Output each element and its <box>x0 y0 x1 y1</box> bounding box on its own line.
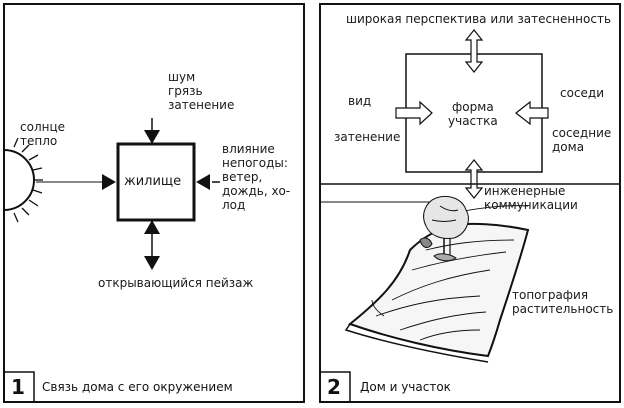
terrain-surface <box>344 222 530 363</box>
noise-label: шум грязь затенение <box>168 70 235 112</box>
site-form-label: форма участка <box>448 100 498 128</box>
view-arrow-head-up <box>144 220 160 234</box>
perspective-double-arrow <box>464 29 484 73</box>
utilities-double-arrow <box>464 159 484 199</box>
top-arrow-head <box>144 130 160 144</box>
sun-icon <box>3 137 43 223</box>
utilities-label: инженерные коммуникации <box>484 184 578 212</box>
sun-arrow-head <box>102 174 116 190</box>
panel-2-frame <box>319 3 621 403</box>
panel-2-number-box <box>319 371 351 403</box>
shading-label: затенение <box>334 130 401 144</box>
dwelling-box <box>116 142 196 222</box>
neighbors-label: соседи <box>560 86 605 100</box>
panel-2-number: 2 <box>327 375 341 399</box>
panel-1-frame <box>3 3 305 403</box>
panel-1-number: 1 <box>11 375 25 399</box>
tree-icon <box>419 196 469 262</box>
neighbors-hollow-arrow <box>515 100 549 126</box>
view-arrow-head-down <box>144 256 160 270</box>
perspective-label: широкая перспектива или затесненность <box>346 12 612 26</box>
panel-1-number-box <box>3 371 35 403</box>
weather-label: влияние непогоды: ветер, дождь, хо- лод <box>222 142 291 212</box>
landscape-label: открывающийся пейзаж <box>98 276 254 290</box>
panel-1-caption: Связь дома с его окружением <box>42 380 233 394</box>
weather-arrow-head <box>196 174 210 190</box>
sun-label: солнце тепло <box>20 120 66 148</box>
view-label: вид <box>348 94 372 108</box>
panel-2-caption: Дом и участок <box>360 380 451 394</box>
terrain-label: топография растительность <box>512 288 614 316</box>
neighbor-houses-label: соседние дома <box>552 126 612 154</box>
view-hollow-arrow <box>395 100 433 126</box>
dwelling-label: жилище <box>124 174 182 189</box>
